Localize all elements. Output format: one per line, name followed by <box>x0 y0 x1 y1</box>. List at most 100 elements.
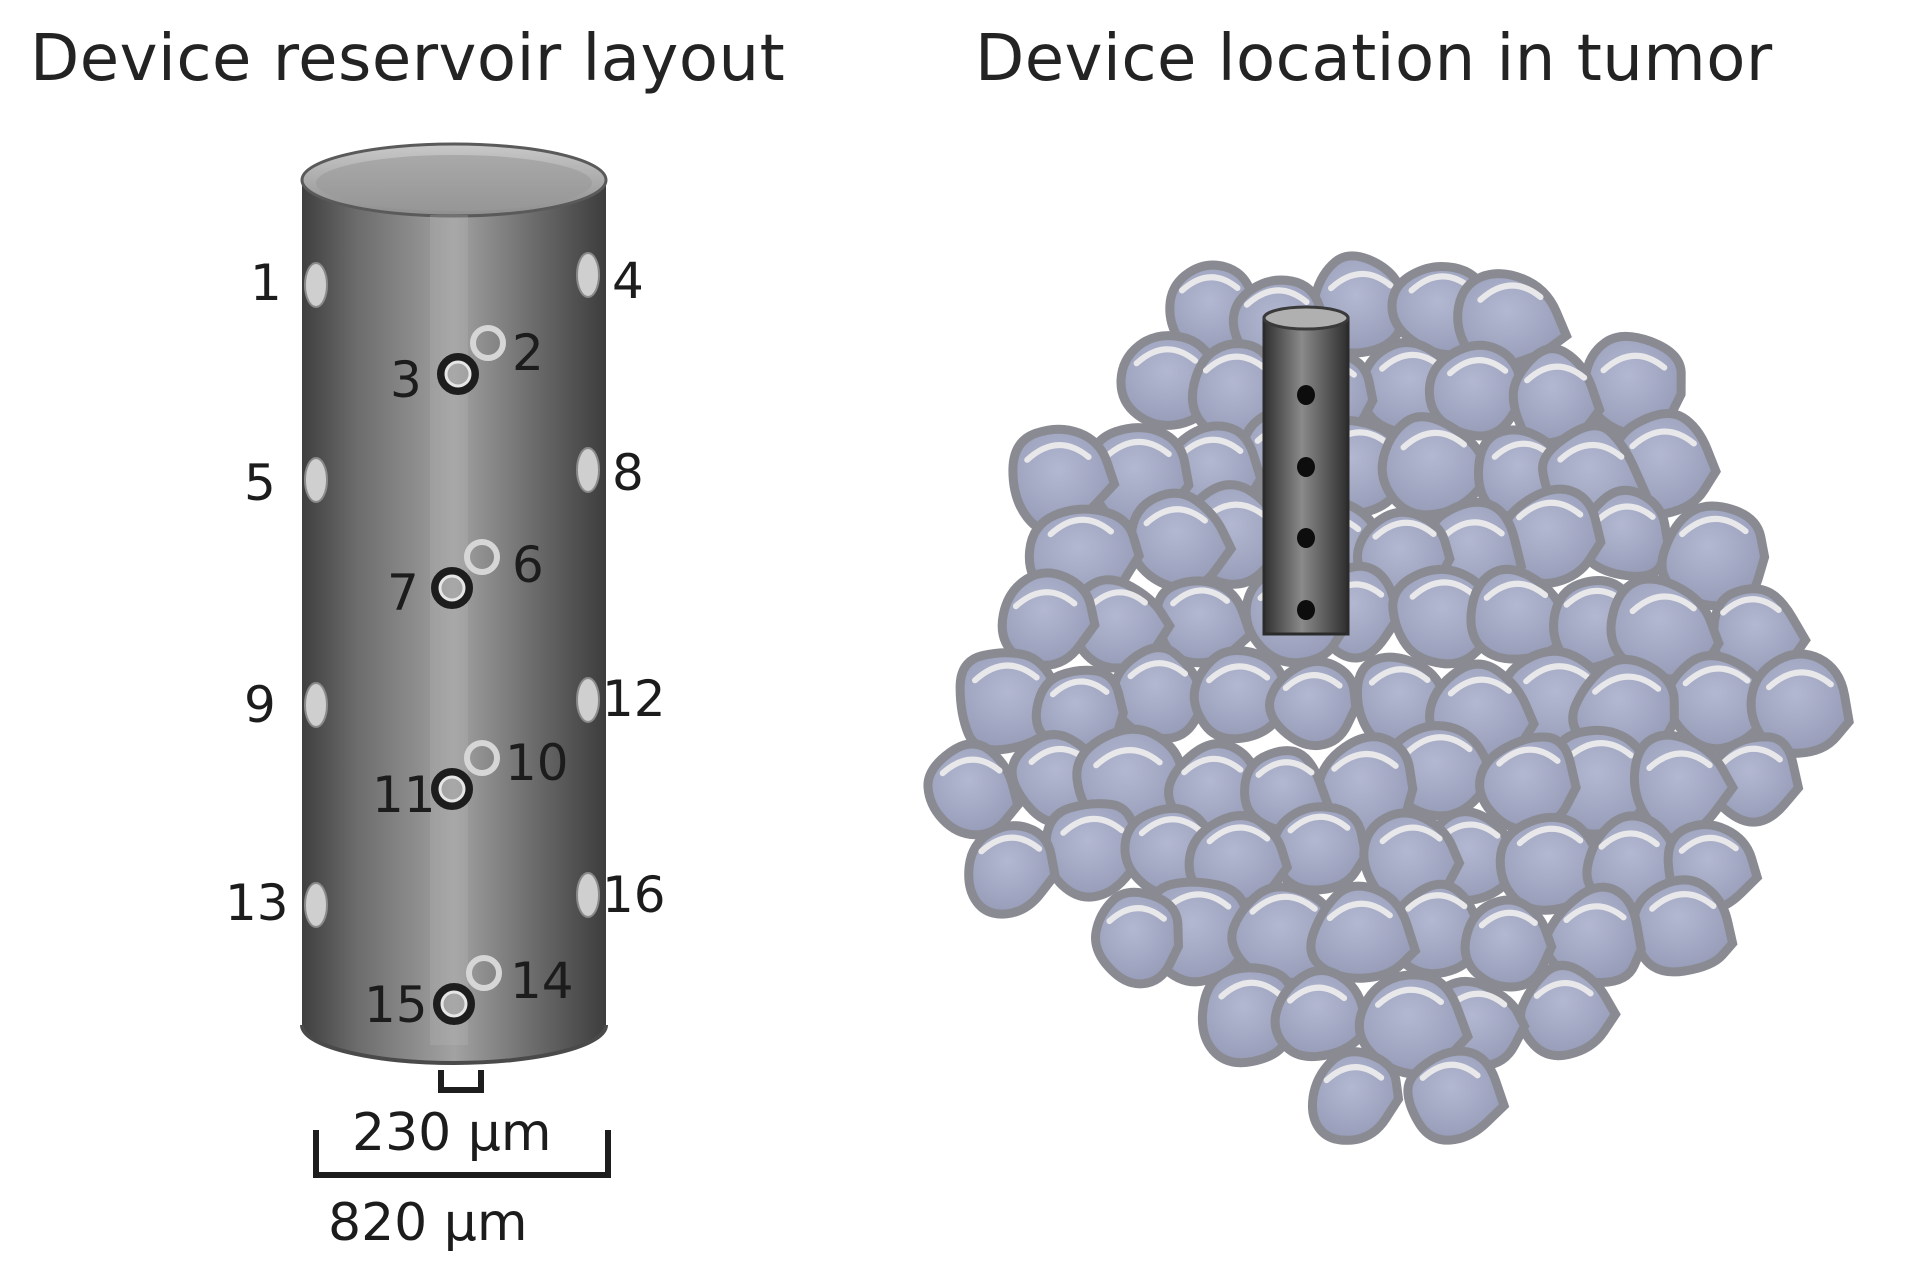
tumor-cell-highlight <box>1323 1064 1385 1084</box>
tumor-cell-highlight <box>1563 903 1627 923</box>
tumor-cell-highlight <box>1592 673 1662 695</box>
tumor-cell-highlight <box>1447 676 1512 697</box>
tumor-cell-highlight <box>1629 428 1697 450</box>
reservoir-label-3: 3 <box>390 351 422 409</box>
reservoir-label-12: 12 <box>602 670 666 728</box>
tumor-cell-highlight <box>1206 824 1271 845</box>
tumor-cell-highlight <box>1012 589 1078 610</box>
tumor-cell-highlight <box>1516 499 1584 521</box>
tumor-cell-highlight <box>1287 984 1348 1004</box>
tumor-cell-highlight <box>1496 746 1561 767</box>
tumor-cell-highlight <box>972 662 1040 684</box>
reservoir-label-8: 8 <box>612 444 644 502</box>
tumor-cell-highlight <box>1328 270 1394 292</box>
tumor-cell-highlight <box>1326 900 1393 922</box>
side-reservoirs <box>304 252 600 928</box>
reservoir-label-16: 16 <box>602 866 666 924</box>
tumor-cell-highlight <box>1138 816 1203 837</box>
tumor-cell-highlight <box>1375 986 1444 1008</box>
tumor-cell-highlight <box>1106 905 1167 925</box>
tumor-cell-highlight <box>1372 519 1437 540</box>
tumor-cell-highlight <box>1088 589 1148 608</box>
tumor-cell-highlight <box>1179 436 1244 457</box>
outer-dimension-label: 820 µm <box>328 1193 528 1253</box>
tumor-cell-highlight <box>1533 980 1594 999</box>
tumor-cell-highlight <box>1103 438 1172 460</box>
tumor-cell-highlight <box>1379 824 1443 845</box>
front-reservoirs <box>431 325 506 1025</box>
reservoir-label-11: 11 <box>372 766 436 824</box>
tumor-cell-highlight <box>1255 759 1315 778</box>
implanted-device <box>1262 305 1350 636</box>
reservoir-label-1: 1 <box>250 254 282 312</box>
tumor-cell-highlight <box>1441 519 1505 540</box>
tumor-cell-highlight <box>1649 891 1717 912</box>
reservoir-label-4: 4 <box>612 252 644 310</box>
tumor-cell-highlight <box>1523 663 1592 685</box>
tumor-cell-highlight <box>1491 440 1553 460</box>
tumor-cell-highlight <box>1682 665 1751 687</box>
tumor-cell-highlight <box>1524 363 1588 384</box>
tumor-cell-highlight <box>1600 352 1668 374</box>
tumor-cell-highlight <box>1400 429 1467 451</box>
reservoir-label-14: 14 <box>510 952 574 1010</box>
tumor-cell-highlight <box>1206 663 1271 684</box>
tumor-cell-highlight <box>1202 353 1268 374</box>
reservoir-labels: 1 2 3 4 5 6 7 8 9 10 11 12 13 14 15 16 <box>225 252 666 1034</box>
tumor-cell-highlight <box>1557 442 1625 463</box>
tumor-cell-highlight <box>1179 274 1241 294</box>
tumor-cell-highlight <box>978 834 1043 855</box>
tumor-cell-highlight <box>1218 979 1282 1000</box>
left-panel-title: Device reservoir layout <box>30 22 785 96</box>
tumor-cell-highlight <box>1766 669 1834 691</box>
tumor-cell-highlight <box>1478 909 1538 929</box>
tumor-cell-highlight <box>1516 825 1584 847</box>
reservoir-label-5: 5 <box>244 454 276 512</box>
tumor-cell-highlight <box>1447 357 1509 377</box>
tumor-cell-highlight <box>1629 593 1697 615</box>
inner-dimension-label: 230 µm <box>352 1103 552 1163</box>
tumor-cell-highlight <box>1181 755 1244 776</box>
tumor-cell-highlight <box>1404 734 1473 755</box>
tumor-cell-highlight <box>1598 830 1660 850</box>
outer-dimension-bracket <box>313 1130 611 1178</box>
tumor-cluster <box>923 251 1854 1145</box>
reservoir-label-15: 15 <box>364 976 428 1034</box>
tumor-cell-highlight <box>1133 346 1199 367</box>
tumor-cell-highlight <box>1282 672 1343 691</box>
tumor-cell-highlight <box>1127 660 1188 680</box>
tumor-cell-highlight <box>1419 1061 1481 1081</box>
tumor-cell-highlight <box>1047 516 1114 538</box>
reservoir-label-6: 6 <box>512 536 544 594</box>
tumor-cell-highlight <box>939 756 1003 777</box>
tumor-cell-highlight <box>1249 893 1318 915</box>
tumor-cell-highlight <box>1170 587 1230 607</box>
tumor-cell-highlight <box>1379 351 1443 372</box>
inner-dimension-bracket <box>438 1070 484 1093</box>
right-panel-title: Device location in tumor <box>975 22 1773 96</box>
tumor-cell-highlight <box>1368 666 1431 686</box>
tumor-cell-highlight <box>1243 287 1310 308</box>
tumor-cell-highlight <box>1720 596 1782 616</box>
tumor-cell-highlight <box>1678 834 1739 854</box>
reservoir-label-9: 9 <box>244 676 276 734</box>
tumor-cell-highlight <box>1024 442 1092 463</box>
tumor-cell-highlight <box>1049 678 1110 698</box>
tumor-cell-highlight <box>1060 815 1125 836</box>
tumor-cell-highlight <box>1409 579 1476 600</box>
tumor-cell-highlight <box>1477 282 1544 303</box>
tumor-cell-highlight <box>1679 515 1749 538</box>
tumor-cell-highlight <box>1721 745 1783 766</box>
tumor-cell-highlight <box>1595 503 1656 523</box>
device-cylinder <box>300 142 608 1065</box>
tumor-cell-highlight <box>1483 580 1549 601</box>
tumor-cell-highlight <box>1093 747 1163 769</box>
implanted-device-reservoirs <box>1297 385 1315 620</box>
tumor-cell-highlight <box>1331 751 1399 772</box>
tumor-cell-highlight <box>1646 750 1713 771</box>
tumor-cell-highlight <box>1287 813 1351 834</box>
reservoir-label-2: 2 <box>512 324 544 382</box>
reservoir-label-7: 7 <box>387 564 419 622</box>
tumor-cell-highlight <box>1405 892 1468 912</box>
